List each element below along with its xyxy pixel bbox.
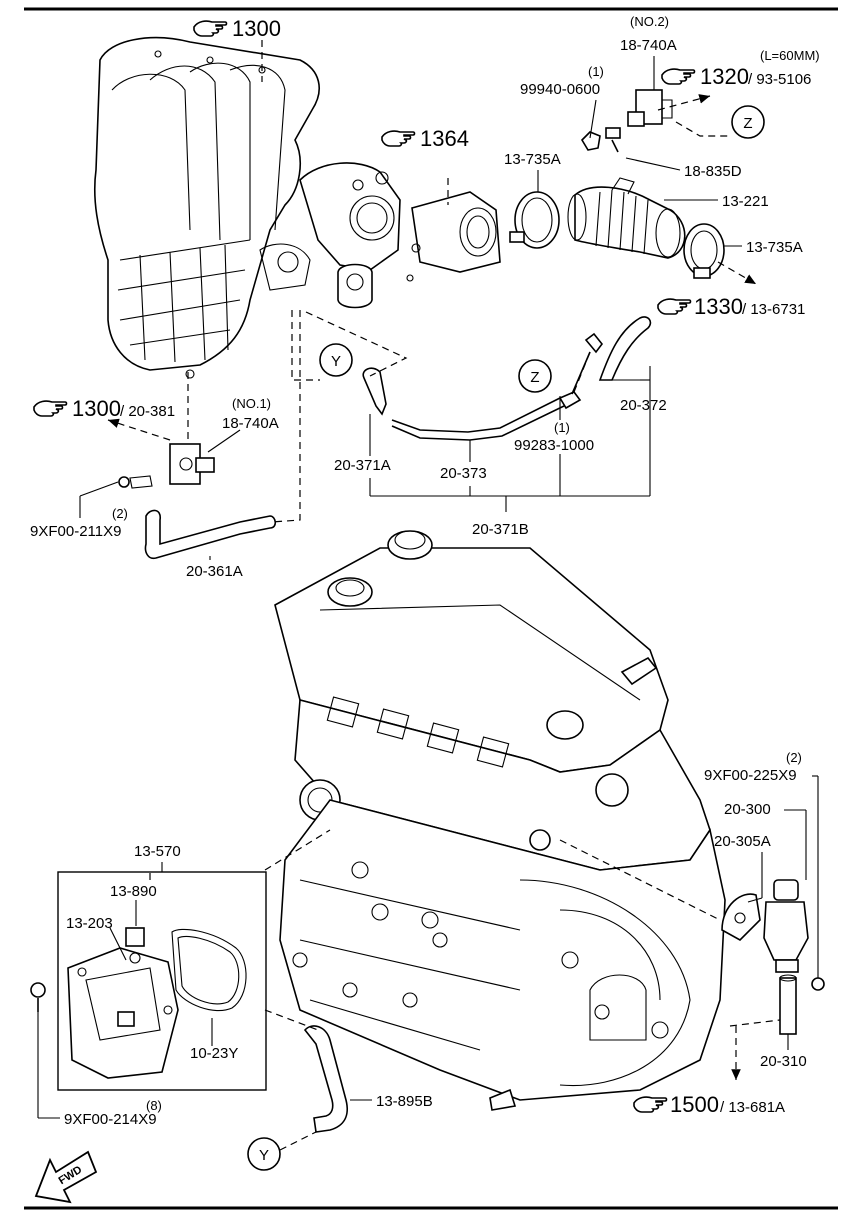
label-13-203: 13-203: [66, 915, 113, 932]
solenoid-valve-no2: [580, 89, 673, 153]
label-qty-211: (2): [112, 506, 128, 521]
solenoid-valve-no1: [118, 443, 215, 489]
leader-lines: [37, 56, 819, 1119]
label-9XF00-225X9: 9XF00-225X9: [704, 767, 797, 784]
marker-y-bottom: Y: [259, 1147, 269, 1164]
label-18-835D: 18-835D: [684, 163, 742, 180]
label-20-305A: 20-305A: [714, 833, 771, 850]
engine-block: [274, 530, 726, 1111]
ref-1330: 1330: [694, 294, 743, 319]
label-13-735A-right: 13-735A: [746, 239, 803, 256]
label-20-361A: 20-361A: [186, 563, 243, 580]
label-qty-99283: (1): [554, 420, 570, 435]
label-no2: (NO.2): [630, 14, 669, 29]
label-20-373: 20-373: [440, 465, 487, 482]
fwd-arrow-icon: FWD: [34, 1150, 98, 1204]
air-hose: [567, 177, 686, 259]
label-13-735A-left: 13-735A: [504, 151, 561, 168]
pcv-valve-assembly: [721, 879, 825, 1035]
label-qty-99940: (1): [588, 64, 604, 79]
bolt-9XF00-214X9: [30, 982, 46, 1012]
label-99283-1000: 99283-1000: [514, 437, 594, 454]
label-20-300: 20-300: [724, 801, 771, 818]
marker-z-mid: Z: [530, 369, 539, 386]
callout-labels: 1300 1364 1320 / 93-5106 (L=60MM) 1330 /…: [72, 16, 820, 1117]
ref-1364: 1364: [420, 126, 469, 151]
marker-z-top: Z: [743, 115, 752, 132]
ref-1320-sub: / 93-5106: [748, 71, 811, 88]
label-18-740A-top: 18-740A: [620, 37, 677, 54]
throttle-housing: [299, 162, 501, 309]
label-20-371A: 20-371A: [334, 457, 391, 474]
label-qty-214: (8): [146, 1098, 162, 1113]
label-no1: (NO.1): [232, 396, 271, 411]
label-10-23Y: 10-23Y: [190, 1045, 238, 1062]
label-20-310: 20-310: [760, 1053, 807, 1070]
label-20-372: 20-372: [620, 397, 667, 414]
ref-1320-note: (L=60MM): [760, 48, 820, 63]
ref-1300-left-sub: / 20-381: [120, 403, 175, 420]
hose-clamp-right: [683, 223, 725, 279]
part-labels: (NO.2) 18-740A (1) 99940-0600 13-735A 18…: [30, 14, 807, 1128]
ref-1320: 1320: [700, 64, 749, 89]
ref-1330-sub: / 13-6731: [742, 301, 805, 318]
intake-manifold: [93, 36, 320, 379]
label-13-890: 13-890: [110, 883, 157, 900]
ref-1500: 1500: [670, 1092, 719, 1117]
label-99940-0600: 99940-0600: [520, 81, 600, 98]
label-13-570: 13-570: [134, 843, 181, 860]
ref-1300-top: 1300: [232, 16, 281, 41]
label-13-221: 13-221: [722, 193, 769, 210]
hose-13-895B: [303, 1025, 348, 1133]
marker-y-mid: Y: [331, 353, 341, 370]
label-18-740A-left: 18-740A: [222, 415, 279, 432]
label-13-895B: 13-895B: [376, 1093, 433, 1110]
label-qty-225: (2): [786, 750, 802, 765]
label-20-371B: 20-371B: [472, 521, 529, 538]
vacuum-hoses: [362, 316, 652, 441]
dashed-guides: [107, 40, 781, 1151]
label-9XF00-214X9: 9XF00-214X9: [64, 1111, 157, 1128]
hose-20-361A: [144, 509, 277, 560]
ref-1500-sub: / 13-681A: [720, 1099, 785, 1116]
circle-markers: Z Z Y Y: [247, 105, 765, 1171]
hose-clamp-left: [509, 191, 560, 249]
oil-separator-group: [57, 871, 267, 1091]
ref-1300-left: 1300: [72, 396, 121, 421]
label-9XF00-211X9: 9XF00-211X9: [30, 523, 121, 540]
